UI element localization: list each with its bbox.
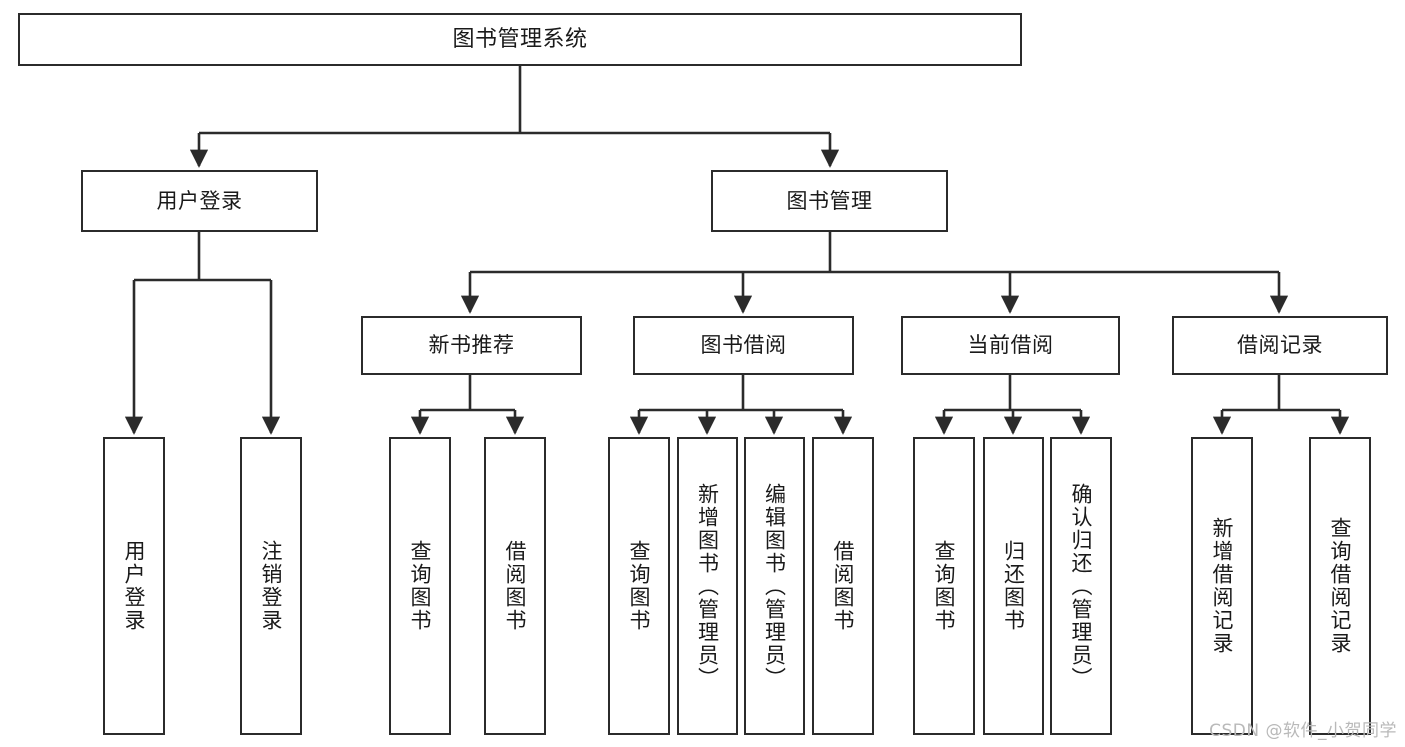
- node-leaf-confirm-return[interactable]: 确认归还（管理员）: [1050, 437, 1112, 735]
- node-leaf-add-record[interactable]: 新增借阅记录: [1191, 437, 1253, 735]
- node-current-borrow[interactable]: 当前借阅: [901, 316, 1120, 375]
- node-leaf-query-record-label: 查询借阅记录: [1328, 517, 1353, 655]
- node-user-login-label: 用户登录: [156, 188, 243, 213]
- node-book-borrow-label: 图书借阅: [700, 333, 787, 358]
- node-leaf-user-login[interactable]: 用户登录: [103, 437, 165, 735]
- node-current-borrow-label: 当前借阅: [967, 333, 1054, 358]
- node-leaf-add-record-label: 新增借阅记录: [1210, 517, 1235, 655]
- node-leaf-borrow-book-1-label: 借阅图书: [503, 540, 528, 632]
- node-borrow-record[interactable]: 借阅记录: [1172, 316, 1388, 375]
- node-leaf-edit-book[interactable]: 编辑图书（管理员）: [744, 437, 805, 735]
- node-borrow-record-label: 借阅记录: [1237, 333, 1323, 358]
- node-leaf-return-book[interactable]: 归还图书: [983, 437, 1044, 735]
- node-leaf-query-book-1-label: 查询图书: [408, 540, 433, 632]
- node-leaf-query-book-3-label: 查询图书: [932, 540, 957, 632]
- node-root-label: 图书管理系统: [452, 26, 588, 52]
- node-leaf-return-book-label: 归还图书: [1001, 540, 1026, 632]
- node-leaf-confirm-return-label: 确认归还（管理员）: [1069, 482, 1094, 690]
- node-leaf-borrow-book-2-label: 借阅图书: [831, 540, 856, 632]
- node-leaf-user-login-label: 用户登录: [122, 540, 147, 632]
- node-leaf-add-book[interactable]: 新增图书（管理员）: [677, 437, 738, 735]
- node-root[interactable]: 图书管理系统: [18, 13, 1022, 66]
- node-leaf-query-book-1[interactable]: 查询图书: [389, 437, 451, 735]
- node-book-manage-label: 图书管理: [786, 188, 873, 213]
- node-leaf-query-book-2-label: 查询图书: [627, 540, 652, 632]
- node-book-borrow[interactable]: 图书借阅: [633, 316, 854, 375]
- node-leaf-query-record[interactable]: 查询借阅记录: [1309, 437, 1371, 735]
- node-new-book-recommend[interactable]: 新书推荐: [361, 316, 582, 375]
- csdn-watermark: CSDN @软件_小贺同学: [1209, 721, 1397, 741]
- node-leaf-logout-login-label: 注销登录: [259, 540, 284, 632]
- node-leaf-borrow-book-1[interactable]: 借阅图书: [484, 437, 546, 735]
- node-book-manage[interactable]: 图书管理: [711, 170, 948, 232]
- node-leaf-logout-login[interactable]: 注销登录: [240, 437, 302, 735]
- node-user-login[interactable]: 用户登录: [81, 170, 318, 232]
- node-new-book-recommend-label: 新书推荐: [428, 333, 515, 358]
- node-leaf-borrow-book-2[interactable]: 借阅图书: [812, 437, 874, 735]
- node-leaf-add-book-label: 新增图书（管理员）: [695, 482, 720, 690]
- node-leaf-query-book-3[interactable]: 查询图书: [913, 437, 975, 735]
- node-leaf-edit-book-label: 编辑图书（管理员）: [762, 482, 787, 690]
- node-leaf-query-book-2[interactable]: 查询图书: [608, 437, 670, 735]
